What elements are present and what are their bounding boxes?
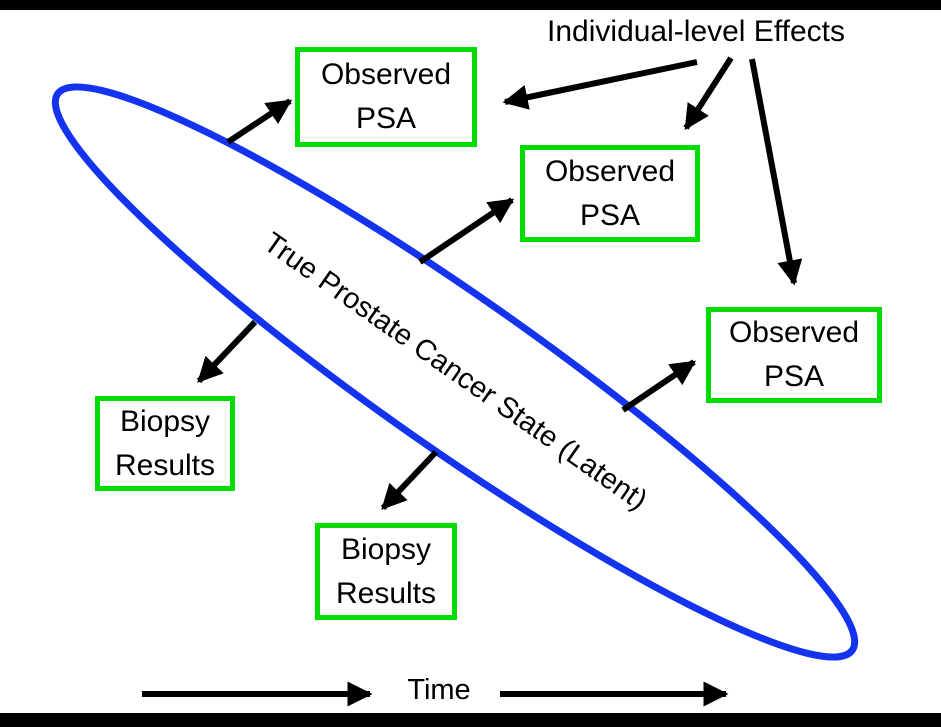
node-label-line: PSA: [355, 102, 417, 135]
arrow-ellipse-to-psa2: [418, 197, 515, 265]
node-label-line: PSA: [579, 198, 641, 232]
node-observed-psa-2: Observed PSA: [520, 145, 700, 242]
letterbox-top: [0, 0, 941, 10]
arrow-ellipse-to-psa3: [621, 359, 697, 413]
node-label-line: Observed: [320, 58, 452, 91]
node-biopsy-results-2: Biopsy Results: [315, 523, 457, 620]
node-label-line: Observed: [728, 316, 860, 349]
arrow-effects-to-psa1: [502, 59, 698, 110]
node-observed-psa-3: Observed PSA: [706, 307, 882, 403]
time-axis-label: Time: [407, 674, 471, 706]
latent-state-ellipse: [51, 83, 859, 661]
node-label-line: Results: [114, 448, 216, 482]
arrow-effects-to-psa2: [683, 56, 734, 131]
arrow-ellipse-to-biopsy1: [196, 319, 258, 384]
individual-effects-label: Individual-level Effects: [547, 15, 845, 48]
node-label-line: Biopsy: [119, 404, 211, 438]
node-label-line: Biopsy: [340, 532, 432, 566]
node-label-line: Results: [335, 576, 437, 610]
node-biopsy-results-1: Biopsy Results: [95, 396, 235, 491]
node-label-line: PSA: [763, 360, 825, 393]
arrow-ellipse-to-psa1: [226, 98, 293, 145]
arrow-effects-to-psa3: [749, 58, 803, 286]
node-observed-psa-1: Observed PSA: [295, 47, 477, 147]
arrow-ellipse-to-biopsy2: [380, 449, 439, 511]
node-label-line: Observed: [544, 154, 676, 188]
letterbox-bottom: [0, 713, 941, 727]
